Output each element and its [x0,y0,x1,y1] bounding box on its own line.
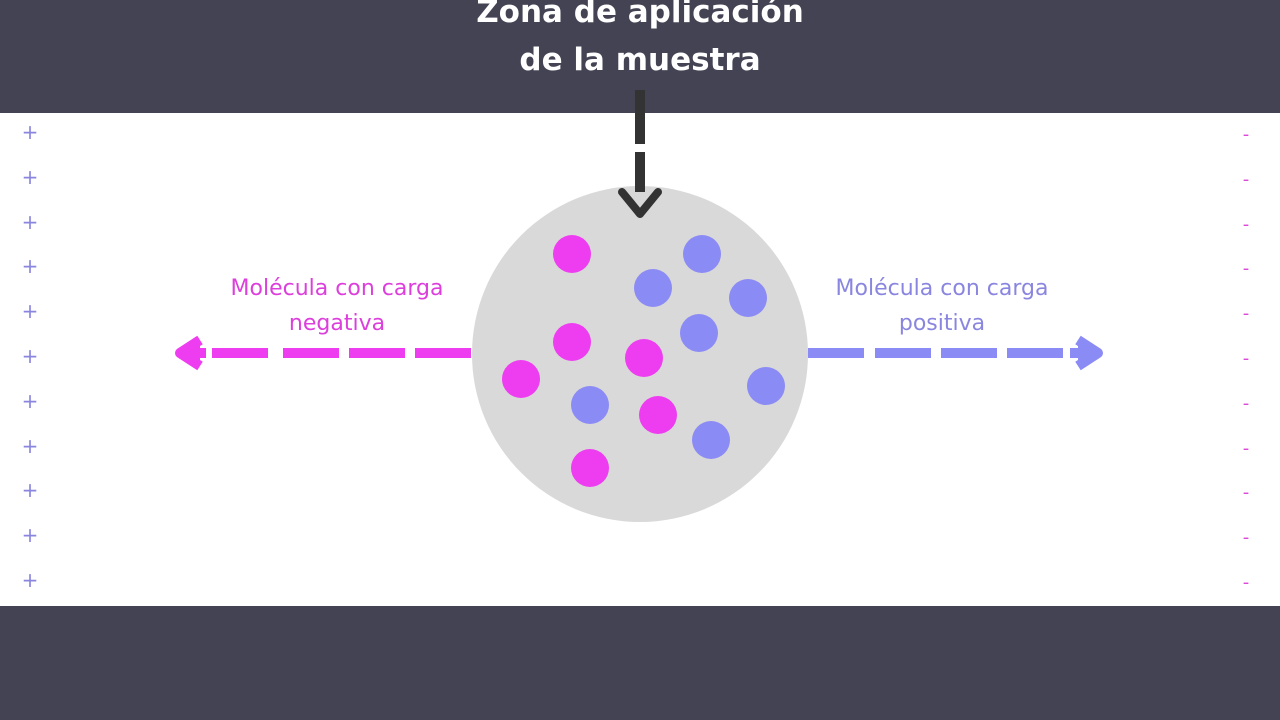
arrow-dash-upper [635,90,645,144]
minus-sign: - [1242,168,1250,190]
title-area: Zona de aplicación de la muestra [0,0,1280,113]
plus-sign: + [21,344,39,368]
negative-molecule [553,235,591,273]
label-negative-line-2: negativa [288,311,386,336]
minus-sign: - [1242,303,1250,325]
positive-molecule [692,421,730,459]
positive-molecule [683,235,721,273]
minus-sign: - [1242,572,1250,593]
neg-arrow-stub [196,348,206,358]
negative-molecule [639,396,677,434]
plus-sign: + [21,433,39,458]
label-positive-line-1: Molécula con carga [835,276,1049,301]
negative-molecules [502,235,677,487]
pos-arrow-head [1075,335,1103,371]
pos-dash-2 [875,348,931,358]
negative-migration-arrow [175,335,471,371]
minus-sign: - [1242,482,1250,504]
pos-dash-1 [808,348,864,358]
negative-molecule [553,323,591,361]
arrow-dash-lower [635,152,645,192]
negative-molecule [571,449,609,487]
positive-migration-arrow [808,335,1103,371]
neg-dash-3 [349,348,405,358]
title-line-1: Zona de aplicación [476,0,804,30]
positive-molecule [680,314,718,352]
neg-dash-4 [415,348,471,358]
plus-sign: + [21,164,39,189]
plus-sign: + [21,388,39,413]
plus-sign: + [21,299,39,324]
plus-sign: + [21,209,39,234]
pos-dash-3 [941,348,997,358]
plus-sign: + [21,568,39,592]
label-positive-line-2: positiva [898,311,986,336]
minus-sign: - [1242,437,1250,459]
minus-sign: - [1242,124,1250,145]
positive-molecule [571,386,609,424]
neg-dash-2 [283,348,339,358]
pos-arrow-stub [1070,348,1080,358]
plus-sign: + [21,120,39,144]
bottom-band [0,606,1280,720]
positive-molecule [747,367,785,405]
negative-molecule [502,360,540,398]
positive-molecule [634,269,672,307]
sample-application-arrow [618,90,662,218]
positive-molecules [571,235,785,459]
arrow-down-head [618,188,662,218]
minus-sign: - [1242,258,1250,280]
minus-sign: - [1242,392,1250,414]
minus-sign: - [1242,213,1250,235]
neg-arrow-head [175,335,203,371]
minus-sign: - [1242,348,1250,369]
plus-sign: + [21,254,39,279]
plus-sign: + [21,523,39,548]
plus-sign: + [21,478,39,503]
neg-dash-1 [212,348,268,358]
positive-molecule [729,279,767,317]
pos-dash-4 [1007,348,1063,358]
title-line-2: de la muestra [519,42,761,78]
label-positive-molecule: Molécula con carga positiva [792,271,1092,341]
minus-sign: - [1242,527,1250,549]
negative-molecule [625,339,663,377]
label-negative-line-1: Molécula con carga [230,276,444,301]
label-negative-molecule: Molécula con carga negativa [187,271,487,341]
